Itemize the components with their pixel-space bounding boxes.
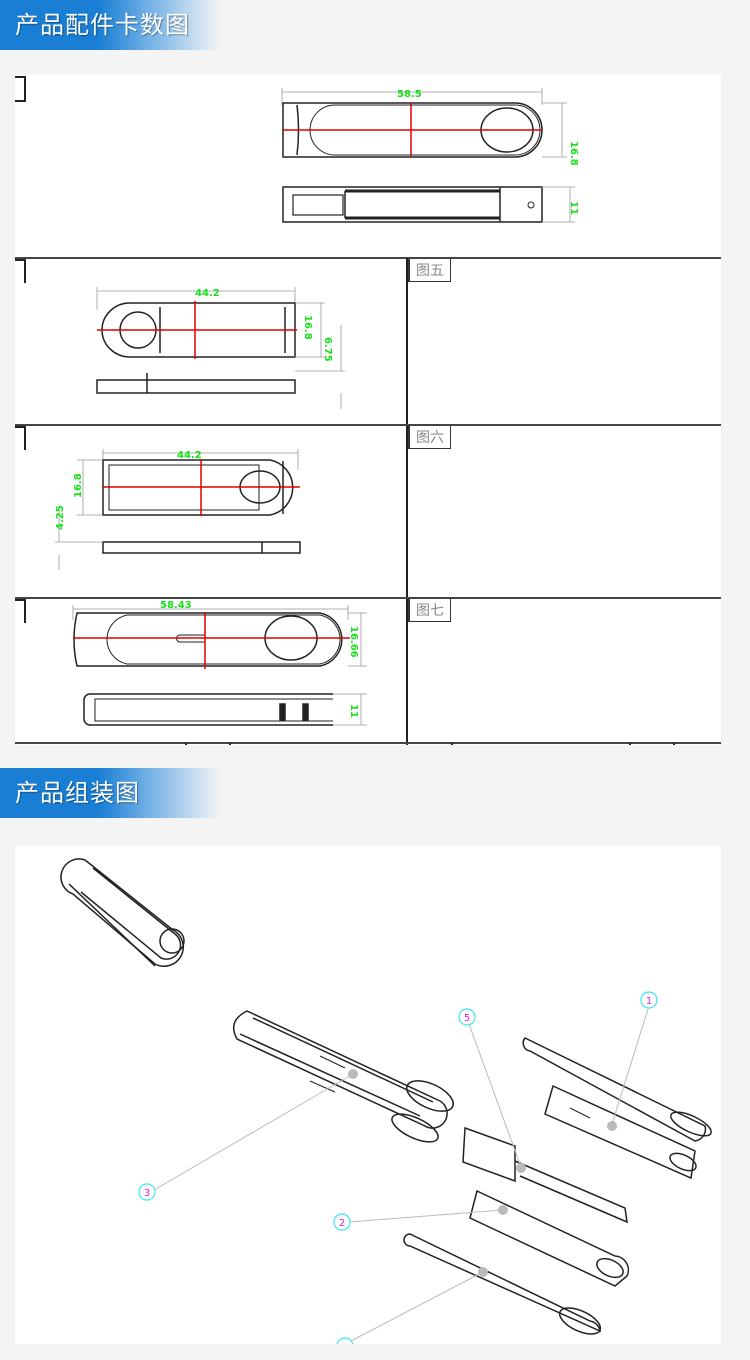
figure-label-6: 图六 [408, 426, 451, 449]
exploded-view: 1 5 3 2 [60, 858, 712, 1355]
view-swivel-clip [72, 605, 367, 726]
svg-text:1: 1 [646, 996, 652, 1007]
section-title: 产品组装图 [15, 779, 140, 807]
part-1-top-shell [544, 1084, 697, 1180]
callout-3: 3 [138, 1183, 156, 1201]
view-top-cover [281, 88, 575, 223]
view-top-shell [55, 449, 301, 570]
svg-text:2: 2 [339, 1218, 345, 1229]
dim-thickness: 11 [348, 704, 359, 718]
dim-width: 16.8 [302, 315, 313, 340]
dim-length: 58.43 [160, 600, 192, 611]
assembly-diagram: 1 5 3 2 [15, 846, 721, 1355]
dim-height: 4.25 [55, 505, 66, 530]
part-4-bottom-cover [403, 1233, 602, 1335]
figure-label-7: 图七 [408, 599, 451, 622]
callout-5: 5 [458, 1008, 476, 1026]
dim-thickness: 11 [568, 201, 579, 215]
section-banner-parts-dimensions: 产品配件卡数图 [0, 0, 220, 50]
dimension-drawing-sheet: 58.5 16.8 11 44.2 16.8 6.75 [15, 75, 721, 751]
dim-length: 44.2 [195, 288, 220, 299]
dim-width: 16.8 [568, 141, 579, 166]
view-bottom-shell [96, 287, 345, 409]
callout-2: 2 [333, 1213, 351, 1231]
dim-length: 58.5 [397, 89, 422, 100]
dim-width: 16.8 [73, 473, 84, 498]
assembled-usb-drive [60, 858, 185, 967]
part-5-pcb [462, 1126, 628, 1224]
dim-width: 16.66 [348, 626, 359, 658]
svg-text:5: 5 [464, 1013, 470, 1024]
dim-length: 44.2 [177, 450, 202, 461]
part-2-bottom-shell [469, 1189, 630, 1287]
figure-label-5: 图五 [408, 259, 451, 282]
callout-4-partial [336, 1337, 354, 1355]
svg-text:3: 3 [144, 1188, 150, 1199]
section-banner-assembly: 产品组装图 [0, 768, 220, 818]
cad-drawing: 58.5 16.8 11 44.2 16.8 6.75 [15, 76, 721, 751]
dim-height: 6.75 [322, 337, 333, 362]
part-3-swivel [232, 1010, 454, 1143]
part-1-cover [522, 1037, 712, 1142]
section-title: 产品配件卡数图 [15, 11, 190, 39]
callout-1: 1 [640, 991, 658, 1009]
